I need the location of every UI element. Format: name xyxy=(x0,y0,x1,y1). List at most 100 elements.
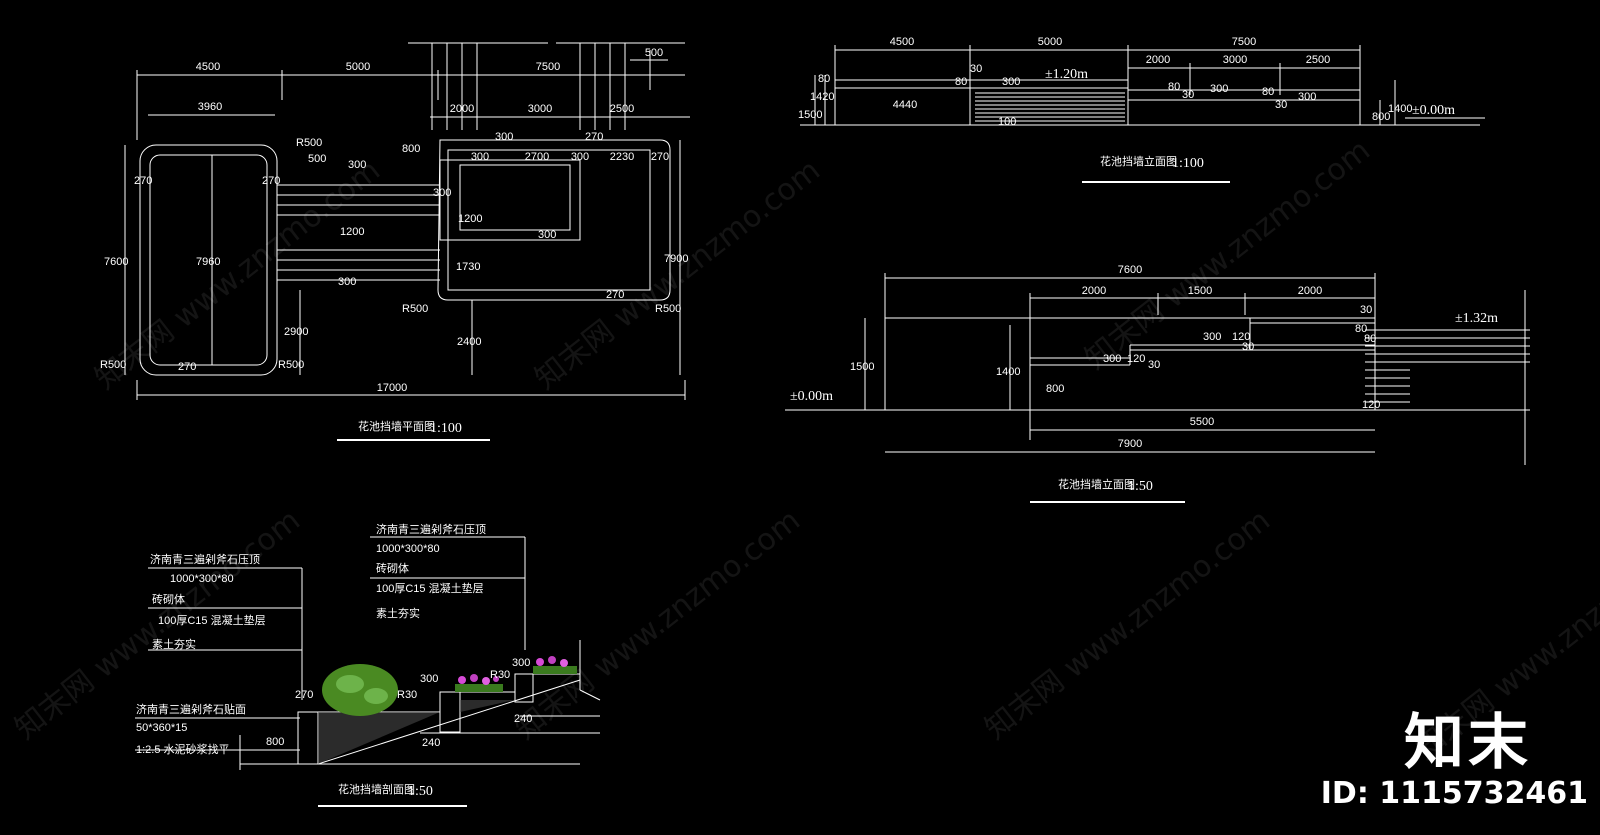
elev1-dim-sub-1: 2000 xyxy=(1146,54,1170,66)
elev2-dim-13: 120 xyxy=(1127,353,1145,365)
elev2-scale: 1:50 xyxy=(1128,479,1153,494)
elev1-dim-misc-10: 300 xyxy=(1210,83,1228,95)
elev1-level-top: ±1.20m xyxy=(1045,67,1088,82)
elev2-dim-11: 120 xyxy=(1232,331,1250,343)
plan-title: 花池挡墙平面图 xyxy=(358,419,435,433)
elev1-dim-misc-14: 100 xyxy=(998,116,1016,128)
plan-dim-top-2: 5000 xyxy=(346,61,370,73)
elev2-level-top: ±1.32m xyxy=(1455,311,1498,326)
section-note-right-1: 济南青三遍剁斧石压顶 xyxy=(376,522,486,536)
elev2-dim-2: 2000 xyxy=(1082,285,1106,297)
plan-dim-misc-4: 800 xyxy=(402,143,420,155)
flower-bed-icon xyxy=(455,674,503,692)
elev2-dim-1: 7600 xyxy=(1118,264,1142,276)
elev1-dim-misc-7: 300 xyxy=(1002,76,1020,88)
elev1-dim-misc-16: 1400 xyxy=(1388,103,1412,115)
plan-dim-overall: 17000 xyxy=(377,382,408,394)
brand-logo: 知末 xyxy=(1404,708,1532,778)
plan-dim-misc-9: 300 xyxy=(433,187,451,199)
elev1-dim-misc-1: 4440 xyxy=(893,99,917,111)
section-note-bottom-1: 济南青三遍剁斧石贴面 xyxy=(136,702,246,716)
elev2-dim-7: 1500 xyxy=(850,361,874,373)
plan-dim-top-3: 7500 xyxy=(536,61,560,73)
plan-dim-top-1: 4500 xyxy=(196,61,220,73)
plan-dim-misc-7: 270 xyxy=(585,131,603,143)
elev2-dim-18: 80 xyxy=(1364,333,1376,345)
plan-dim-misc-18: R500 xyxy=(278,359,304,371)
elev2-dim-14: 30 xyxy=(1360,304,1372,316)
elev2-dim-3: 1500 xyxy=(1188,285,1212,297)
elev2-dim-17: 80 xyxy=(1355,323,1367,335)
elev1-dim-misc-9: 30 xyxy=(1182,89,1194,101)
section-note-bottom-2: 50*360*15 xyxy=(136,722,187,734)
section-dim-1: 270 xyxy=(295,689,313,701)
plan-dim-misc-17: R500 xyxy=(100,359,126,371)
elev2-dim-15: 30 xyxy=(1242,341,1254,353)
elevation-view-2: 7600 2000 1500 2000 5500 7900 1500 1400 … xyxy=(785,264,1530,503)
section-dim-7: 240 xyxy=(422,737,440,749)
plan-dim-row-2: 2700 xyxy=(525,151,549,163)
section-note-left-3: 砖砌体 xyxy=(152,592,185,606)
elev2-dim-4: 2000 xyxy=(1298,285,1322,297)
elev1-title: 花池挡墙立面图 xyxy=(1100,154,1177,168)
section-note-left-4: 100厚C15 混凝土垫层 xyxy=(158,613,266,627)
plan-dim-row-1: 300 xyxy=(471,151,489,163)
section-title: 花池挡墙剖面图 xyxy=(338,782,415,796)
plan-dim-misc-13: 2400 xyxy=(457,336,481,348)
elev1-dim-misc-15: 800 xyxy=(1372,111,1390,123)
elev1-dim-misc-13: 300 xyxy=(1298,91,1316,103)
elevation-view-1: 4500 5000 7500 2000 3000 2500 4440 1500 … xyxy=(798,36,1485,183)
elev1-dim-misc-12: 30 xyxy=(1275,99,1287,111)
elev2-dim-8: 1400 xyxy=(996,366,1020,378)
plan-dim-misc-20: R500 xyxy=(655,303,681,315)
elev1-level-base: ±0.00m xyxy=(1412,103,1455,118)
section-note-bottom-3: 1:2.5 水泥砂浆找平 xyxy=(136,742,230,756)
elev2-level-base: ±0.00m xyxy=(790,389,833,404)
plan-dim-misc-24: 1200 xyxy=(458,213,482,225)
elev1-dim-misc-2: 1500 xyxy=(798,109,822,121)
plan-scale: 1:100 xyxy=(430,421,462,436)
section-note-left-2: 1000*300*80 xyxy=(170,573,234,585)
plan-dim-inner-3: 3000 xyxy=(528,103,552,115)
plan-view: 4500 5000 7500 500 3960 2000 3000 2500 3… xyxy=(100,42,690,441)
section-dim-3: 300 xyxy=(420,673,438,685)
elev2-dim-16: 30 xyxy=(1148,359,1160,371)
plan-dim-misc-3: 300 xyxy=(348,159,366,171)
section-note-right-4: 100厚C15 混凝土垫层 xyxy=(376,581,484,595)
plan-dim-misc-8: 1200 xyxy=(340,226,364,238)
plan-dim-misc-21: 270 xyxy=(178,361,196,373)
section-note-left-5: 素土夯实 xyxy=(152,637,196,651)
section-view: 济南青三遍剁斧石压顶 1000*300*80 砖砌体 100厚C15 混凝土垫层… xyxy=(135,522,601,807)
plan-dim-row-4: 2230 xyxy=(610,151,634,163)
elev1-dim-top-1: 4500 xyxy=(890,36,914,48)
plan-dim-inner-2: 2000 xyxy=(450,103,474,115)
plan-dim-misc-15: 7960 xyxy=(196,256,220,268)
elev2-dim-12: 300 xyxy=(1103,353,1121,365)
elev1-dim-top-3: 7500 xyxy=(1232,36,1256,48)
section-dim-6: R30 xyxy=(490,669,510,681)
elev1-dim-top-2: 5000 xyxy=(1038,36,1062,48)
plan-dim-misc-12: 2900 xyxy=(284,326,308,338)
plan-dim-inner-4: 2500 xyxy=(610,103,634,115)
elev1-scale: 1:100 xyxy=(1172,156,1204,171)
elev2-dim-9: 800 xyxy=(1046,383,1064,395)
elev1-dim-misc-3: 1420 xyxy=(810,91,834,103)
elev1-dim-misc-11: 80 xyxy=(1262,86,1274,98)
section-note-right-3: 砖砌体 xyxy=(376,561,409,575)
elev1-dim-misc-8: 80 xyxy=(1168,81,1180,93)
elev1-dim-sub-3: 2500 xyxy=(1306,54,1330,66)
elev1-dim-misc-4: 80 xyxy=(818,73,830,85)
section-dim-2: 800 xyxy=(266,736,284,748)
plan-dim-misc-14: 7600 xyxy=(104,256,128,268)
elev2-dim-19: 120 xyxy=(1362,399,1380,411)
elev1-dim-sub-2: 3000 xyxy=(1223,54,1247,66)
elev1-dim-misc-5: 80 xyxy=(955,76,967,88)
elev1-dim-misc-6: 30 xyxy=(970,63,982,75)
plan-dim-misc-6: 270 xyxy=(262,175,280,187)
section-note-right-5: 素土夯实 xyxy=(376,606,420,620)
plan-dim-misc-23: 300 xyxy=(495,131,513,143)
section-dim-5: 300 xyxy=(512,657,530,669)
elev2-dim-5: 5500 xyxy=(1190,416,1214,428)
elev2-title: 花池挡墙立面图 xyxy=(1058,477,1135,491)
plan-dim-misc-11: 300 xyxy=(338,276,356,288)
